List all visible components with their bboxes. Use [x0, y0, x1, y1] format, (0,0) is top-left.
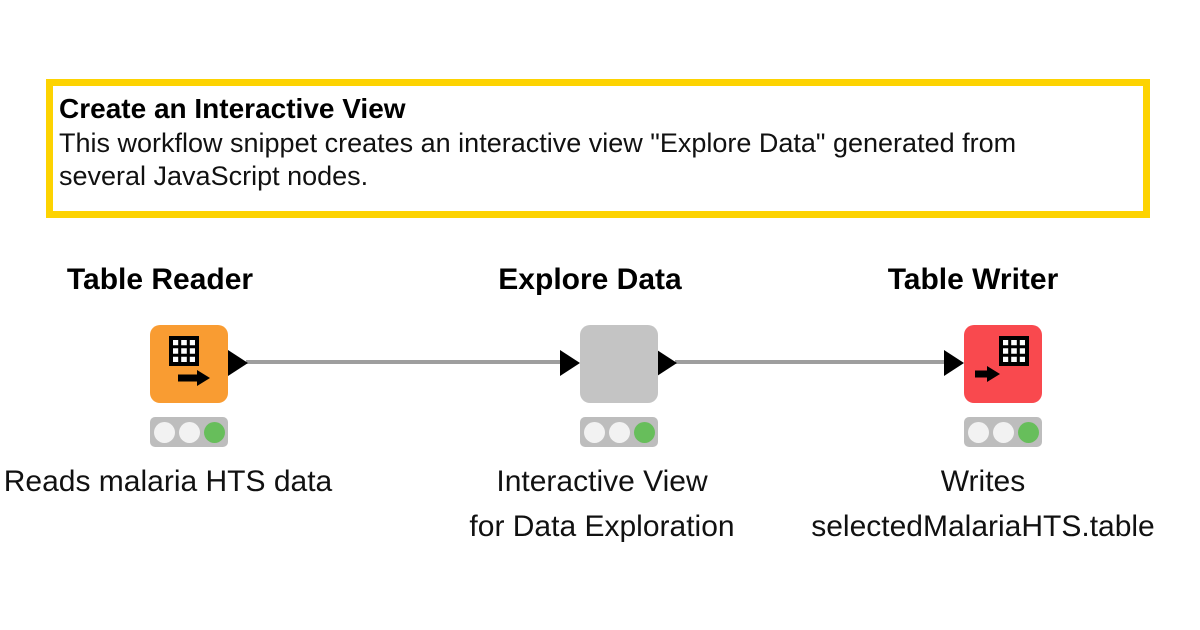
- input-port-explore-data[interactable]: [560, 350, 580, 376]
- output-port-table-reader[interactable]: [228, 350, 248, 376]
- node-table-reader[interactable]: [150, 325, 228, 403]
- status-traffic-light-table-writer: [964, 417, 1042, 447]
- status-light-green: [1017, 421, 1039, 443]
- node-caption-table-writer[interactable]: Writes selectedMalariaHTS.table: [763, 459, 1200, 549]
- status-traffic-light-table-reader: [150, 417, 228, 447]
- status-light-off: [967, 421, 989, 443]
- caption-line: Writes: [940, 465, 1026, 498]
- status-light-green: [203, 421, 225, 443]
- connection-explore-to-writer[interactable]: [675, 360, 946, 364]
- status-light-off: [992, 421, 1014, 443]
- node-caption-explore-data[interactable]: Interactive View for Data Exploration: [382, 459, 822, 549]
- annotation-body-line-1: This workflow snippet creates an interac…: [59, 128, 1017, 158]
- caption-line: Reads malaria HTS data: [3, 465, 333, 498]
- node-table-writer[interactable]: [964, 325, 1042, 403]
- table-grid-with-arrow-in-icon: [975, 336, 1029, 382]
- connection-reader-to-explore[interactable]: [246, 360, 562, 364]
- annotation-title: Create an Interactive View: [59, 93, 406, 124]
- caption-line: selectedMalariaHTS.table: [811, 510, 1155, 543]
- output-port-explore-data[interactable]: [657, 350, 677, 376]
- status-light-off: [153, 421, 175, 443]
- node-title-table-writer[interactable]: Table Writer: [887, 263, 1059, 296]
- status-light-off: [608, 421, 630, 443]
- node-title-explore-data[interactable]: Explore Data: [498, 263, 682, 296]
- status-traffic-light-explore-data: [580, 417, 658, 447]
- node-caption-table-reader[interactable]: Reads malaria HTS data: [0, 459, 388, 504]
- caption-line: for Data Exploration: [469, 510, 735, 543]
- node-title-table-reader[interactable]: Table Reader: [66, 263, 254, 296]
- workflow-annotation-box[interactable]: Create an Interactive View This workflow…: [46, 79, 1150, 218]
- status-light-off: [583, 421, 605, 443]
- caption-line: Interactive View: [496, 465, 708, 498]
- table-grid-with-arrow-out-icon: [169, 336, 210, 386]
- status-light-green: [633, 421, 655, 443]
- annotation-body-line-2: several JavaScript nodes.: [59, 161, 369, 191]
- status-light-off: [178, 421, 200, 443]
- input-port-table-writer[interactable]: [944, 350, 964, 376]
- node-explore-data[interactable]: [580, 325, 658, 403]
